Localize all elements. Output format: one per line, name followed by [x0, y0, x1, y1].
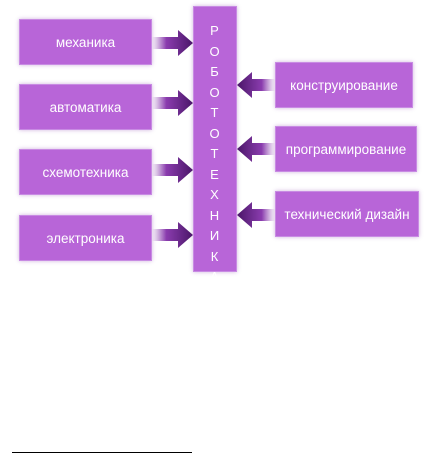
center-letter: Х	[210, 187, 220, 202]
center-letter: Б	[210, 64, 220, 79]
center-letter: Н	[209, 207, 221, 223]
footnote-rule	[12, 452, 192, 453]
box-circuitry: схемотехника	[19, 149, 152, 195]
center-letter: Р	[210, 23, 220, 38]
box-electronics: электроника	[19, 215, 152, 261]
center-letter: Е	[210, 166, 220, 182]
center-letter: А	[210, 269, 220, 284]
center-letter: О	[209, 125, 221, 141]
box-programming: программирование	[275, 126, 417, 172]
box-construction: конструирование	[275, 62, 413, 108]
arrow-design	[237, 72, 275, 98]
box-technical-design: технический дизайн	[275, 191, 419, 237]
box-mechanics: механика	[19, 19, 152, 65]
center-letter: О	[209, 84, 221, 100]
center-letter: О	[209, 43, 221, 59]
center-robotics-box: Р О Б О Т О Т Е Х Н И К А	[193, 6, 237, 284]
box-automation: автоматика	[19, 84, 152, 130]
arrow-automation	[152, 90, 193, 116]
arrow-electronics	[152, 222, 193, 248]
center-letter: Т	[210, 105, 220, 120]
arrow-tech-design	[237, 202, 275, 228]
center-letter: К	[210, 248, 220, 264]
arrow-mechanics	[152, 30, 193, 56]
arrow-programming	[237, 136, 275, 162]
center-letter: Т	[210, 146, 220, 161]
arrow-circuitry	[152, 157, 193, 183]
center-letter: И	[209, 228, 221, 243]
